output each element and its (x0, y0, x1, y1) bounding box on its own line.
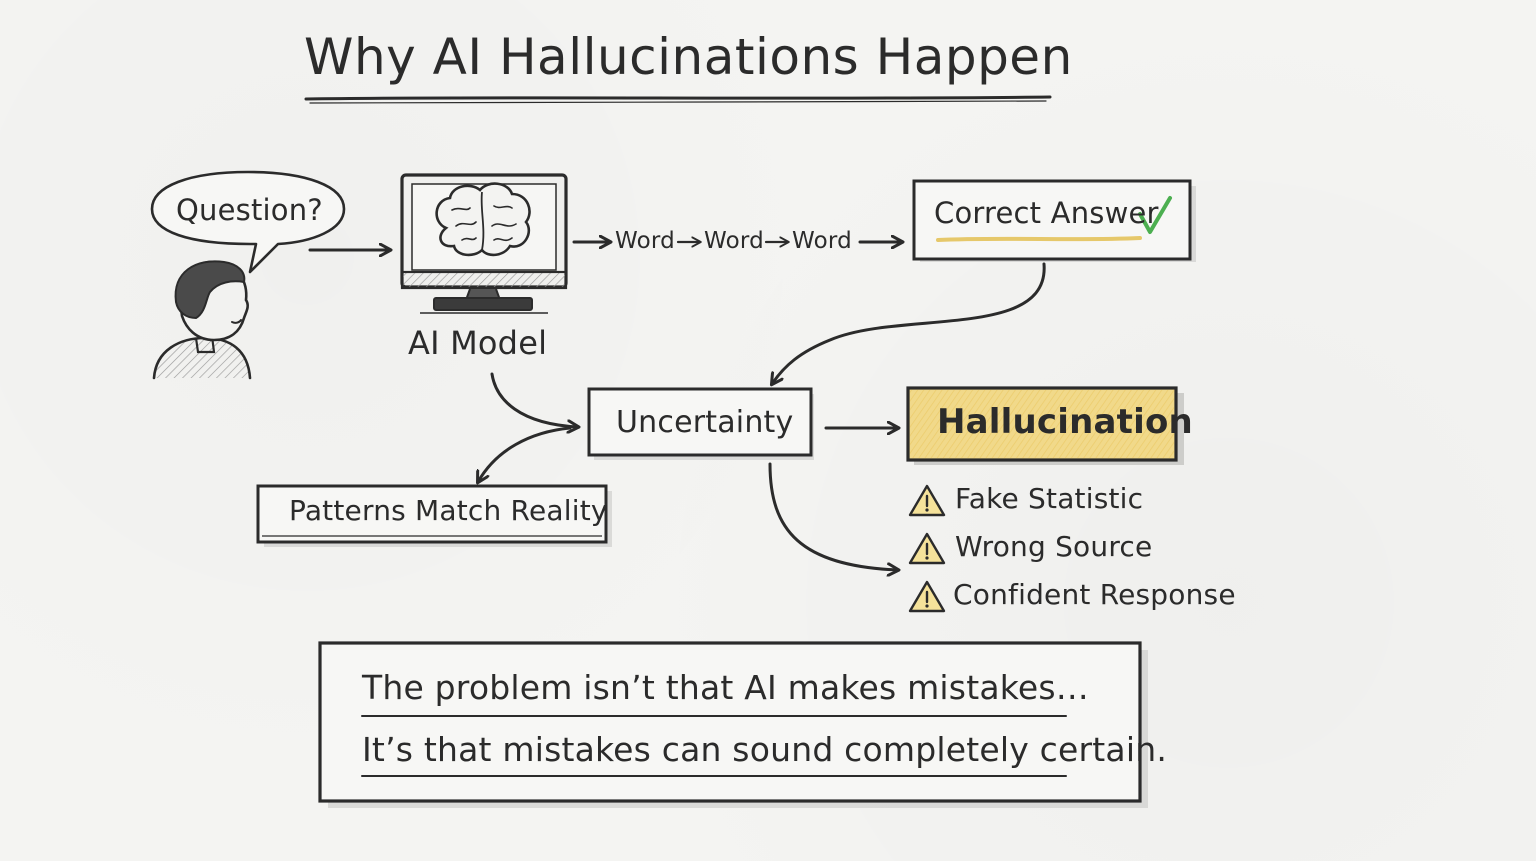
hallucination-label: Hallucination (937, 402, 1193, 442)
title-underline (306, 97, 1050, 103)
correct-answer-label: Correct Answer (934, 196, 1159, 230)
token-word: Word (704, 228, 764, 254)
warning-item-fake-statistic: Fake Statistic (955, 482, 1143, 515)
warning-icon (910, 486, 944, 515)
warning-icon (910, 534, 944, 563)
warning-item-confident-response: Confident Response (953, 578, 1236, 611)
patterns-label: Patterns Match Reality (289, 494, 608, 527)
brain-icon (437, 184, 530, 255)
token-word: Word (792, 228, 852, 254)
arrow-model-to-uncertainty (492, 374, 578, 427)
arrow-uncertainty-to-patterns (478, 428, 570, 482)
uncertainty-label: Uncertainty (616, 405, 793, 440)
ai-model-label: AI Model (408, 324, 547, 362)
quote-line-1: The problem isn’t that AI makes mistakes… (362, 668, 1089, 707)
question-label: Question? (176, 193, 323, 227)
quote-line-2: It’s that mistakes can sound completely … (362, 730, 1167, 769)
page-title: Why AI Hallucinations Happen (304, 28, 1073, 86)
arrow-answer-to-uncertainty (772, 264, 1044, 384)
person-icon (154, 261, 250, 378)
arrow-uncertainty-to-warnings (770, 464, 898, 570)
token-word: Word (615, 228, 675, 254)
warning-icon (910, 582, 944, 611)
warning-item-wrong-source: Wrong Source (955, 530, 1152, 563)
